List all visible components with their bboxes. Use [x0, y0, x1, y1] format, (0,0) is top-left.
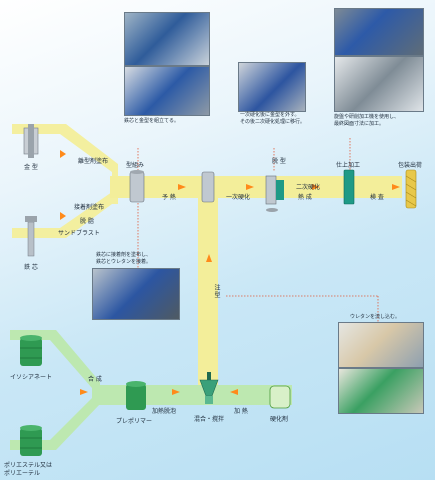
flow-mold-branch [12, 124, 118, 238]
label-prepolymer: プレポリマー [116, 418, 153, 425]
photo-lathe-bottom [334, 56, 424, 112]
mixer-icon [199, 372, 219, 404]
isocyanate-drum-icon [20, 335, 42, 366]
label-sandblast: サンドブラスト [58, 230, 100, 237]
label-mold: 金 型 [24, 164, 38, 171]
packing-roll-icon [405, 169, 417, 209]
label-primary-cure: 一次硬化 [226, 194, 251, 201]
label-heat-treat: 熱 成 [298, 194, 312, 201]
label-preheat: 予 熱 [162, 194, 176, 201]
caption-assembly: 鉄芯と金型を組立てる。 [124, 118, 180, 124]
flow-arrows [60, 150, 400, 395]
oven-icon [201, 171, 215, 203]
prepolymer-drum-icon [126, 381, 146, 410]
label-isocyanate: イソシアネート [10, 374, 53, 381]
flow-green-main [96, 385, 292, 405]
photo-assembly [124, 66, 210, 116]
assembly-icon [129, 170, 145, 203]
label-polyol: ポリエステル又は ポリエーテル [4, 462, 53, 477]
label-curing-agent: 硬化剤 [270, 416, 289, 423]
curing-agent-icon [269, 385, 291, 409]
mold-icon [23, 124, 39, 158]
label-mix-stir: 混合・撹拌 [194, 416, 225, 423]
flow-green-branch [10, 330, 100, 450]
finished-part-icon [343, 169, 355, 205]
flow-casting-line [198, 190, 218, 400]
dotted-connectors [137, 138, 379, 322]
label-demold: 脱 型 [272, 158, 286, 165]
flow-main-line [110, 176, 402, 198]
label-degrease: 脱 脂 [80, 218, 94, 225]
label-casting: 注 型 [213, 284, 220, 298]
label-core: 鉄 芯 [24, 264, 38, 271]
core-icon [25, 216, 37, 257]
photo-demold [238, 62, 306, 112]
polyol-drum-icon [20, 425, 42, 456]
demold-icon [265, 175, 284, 212]
photo-adhesive [92, 268, 180, 320]
label-inspection: 検 査 [370, 194, 384, 201]
label-release-coat: 離型剤塗布 [78, 158, 109, 165]
photo-lathe-top [334, 8, 424, 56]
caption-urethane: ウレタンを流し込む。 [350, 314, 401, 320]
label-finishing: 仕上加工 [336, 162, 361, 169]
photo-pouring-top [338, 322, 424, 368]
label-adhesive-coat: 接着剤塗布 [74, 204, 105, 211]
caption-adhesive: 鉄芯に接着剤を塗布し、 鉄芯とウレタンを接着。 [96, 252, 152, 265]
label-secondary-cure: 二次硬化 [296, 184, 321, 191]
label-synthesis: 合 成 [88, 376, 102, 383]
label-packing: 包装出荷 [398, 162, 423, 169]
label-heating: 加 熱 [234, 408, 248, 415]
caption-finishing: 旋盤や研削加工機を使用し、 最終図面寸法に加工。 [334, 114, 400, 127]
photo-workers-top [124, 12, 210, 66]
label-assembly: 型組み [126, 162, 145, 169]
photo-pouring-bottom [338, 368, 424, 414]
label-heat-defoam: 加熱脱泡 [152, 408, 177, 415]
caption-demold: 一次硬化後に金型を外す。 その後二次硬化処理に移行。 [240, 112, 306, 125]
